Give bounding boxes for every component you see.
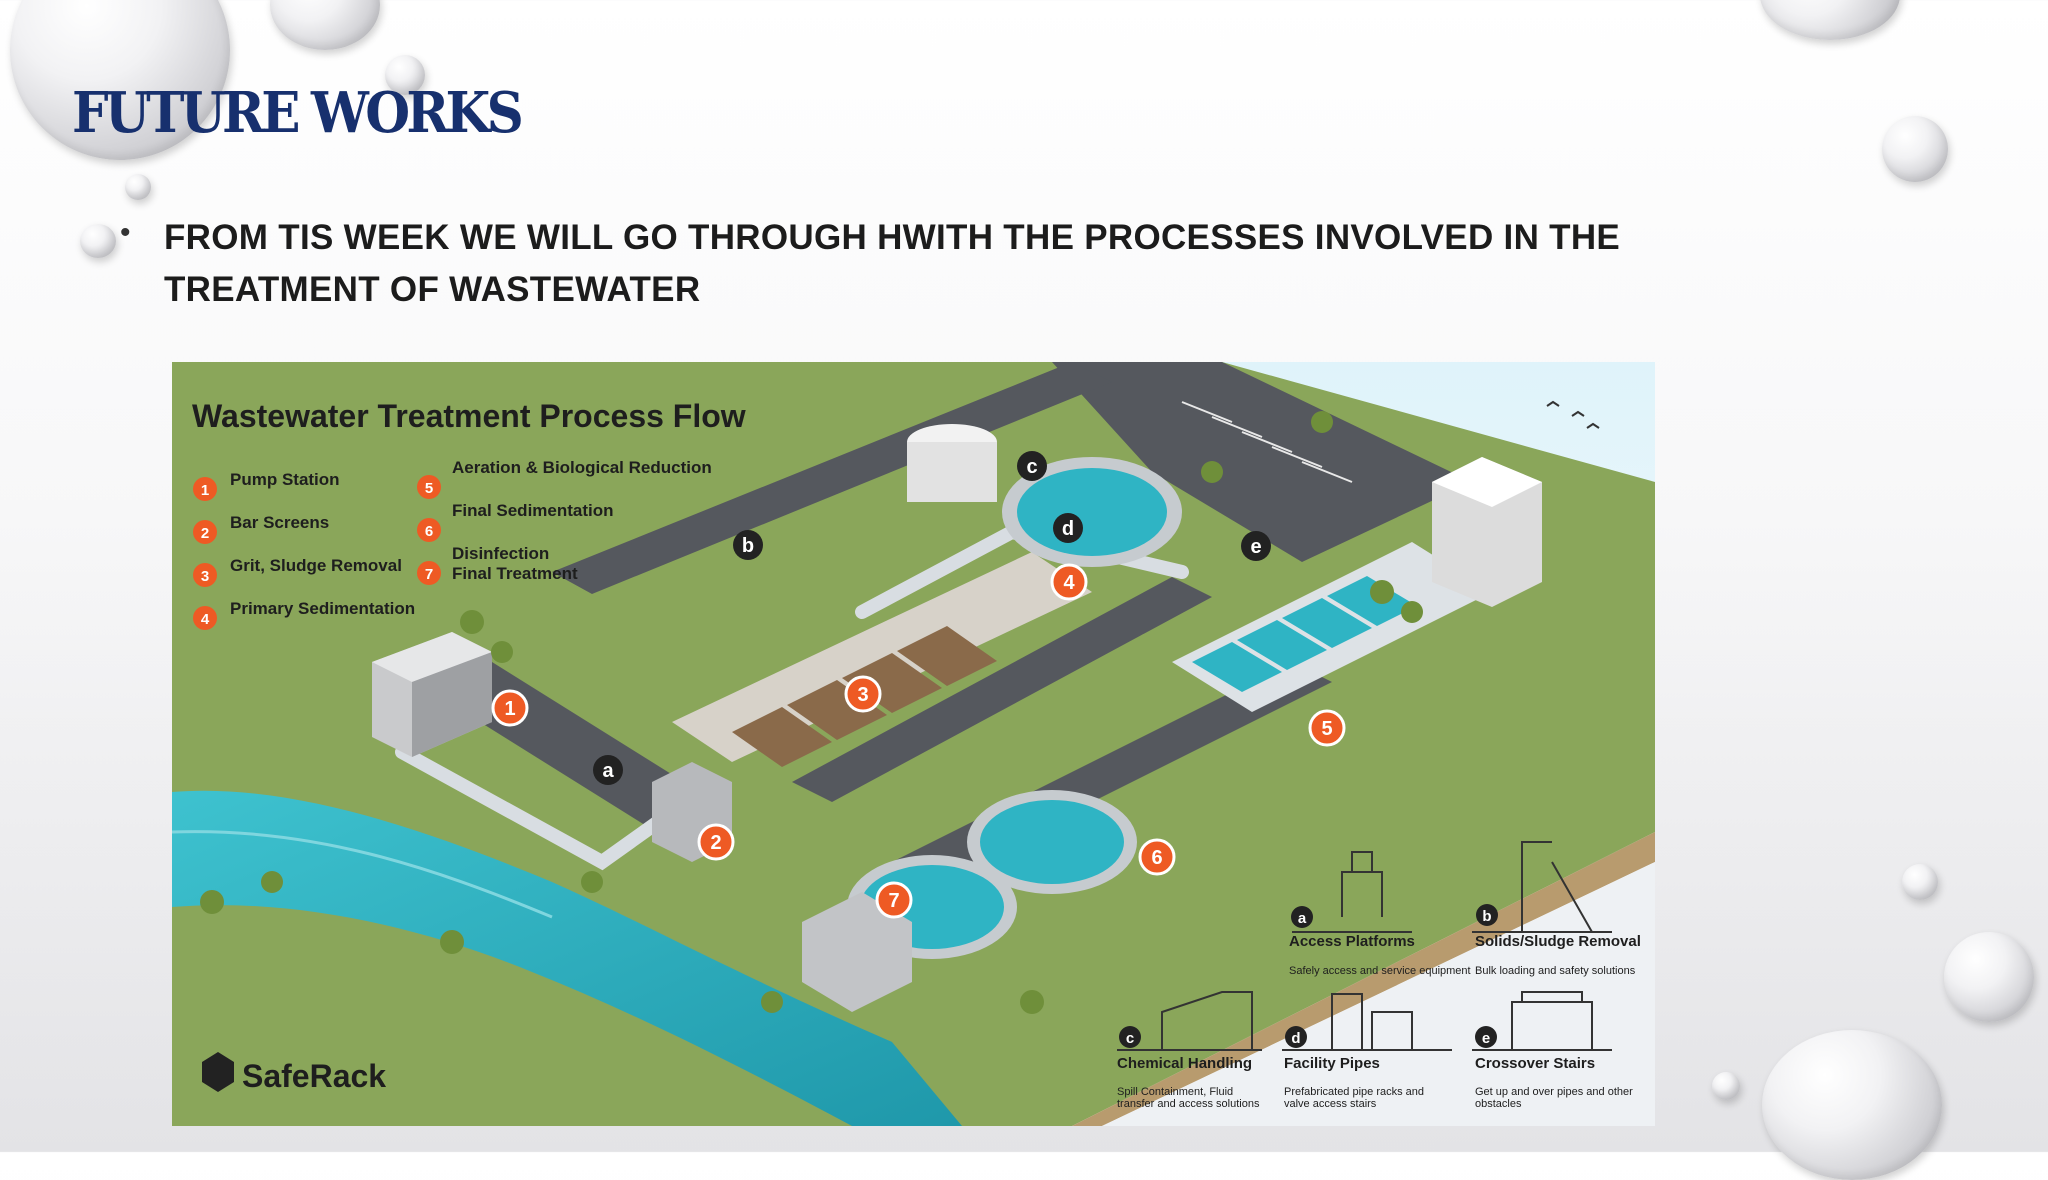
pump-station-building: [372, 632, 492, 757]
svg-text:3: 3: [857, 684, 868, 706]
water-drop-decoration: [1712, 1072, 1740, 1100]
water-drop-decoration: [125, 174, 151, 200]
callout-b: b: [733, 530, 763, 560]
equipment-desc: Get up and over pipes and other: [1475, 1086, 1633, 1098]
callout-e: e: [1241, 531, 1271, 561]
water-drop-decoration: [1902, 864, 1938, 900]
legend-label: Bar Screens: [230, 513, 329, 532]
equipment-desc: transfer and access solutions: [1117, 1098, 1260, 1110]
legend-item: 5 Aeration & Biological Reduction: [417, 458, 712, 499]
callout-c: c: [1017, 451, 1047, 481]
svg-text:4: 4: [1063, 572, 1075, 594]
svg-text:e: e: [1482, 1030, 1490, 1047]
brand-name: SafeRack: [242, 1058, 386, 1094]
water-drop-decoration: [1944, 932, 2034, 1022]
svg-text:b: b: [1482, 908, 1491, 925]
water-drop-decoration: [385, 55, 425, 95]
water-drop-decoration: [270, 0, 380, 50]
svg-text:7: 7: [425, 566, 433, 583]
legend-item: 7 Disinfection Final Treatment: [417, 544, 578, 585]
equipment-item-a: a Access Platforms Safely access and ser…: [1289, 851, 1471, 977]
equipment-item-e: e Crossover Stairs Get up and over pipes…: [1472, 991, 1633, 1110]
svg-text:2: 2: [710, 832, 721, 854]
equipment-desc: obstacles: [1475, 1098, 1522, 1110]
equipment-name: Crossover Stairs: [1475, 1055, 1595, 1072]
water-drop-decoration: [1762, 1030, 1942, 1180]
water-drop-decoration: [1882, 116, 1948, 182]
equipment-name: Solids/Sludge Removal: [1475, 933, 1641, 950]
equipment-desc: Prefabricated pipe racks and: [1284, 1086, 1424, 1098]
equipment-desc: Safely access and service equipment: [1289, 965, 1471, 977]
legend-label: Aeration & Biological Reduction: [452, 458, 712, 477]
svg-text:e: e: [1250, 536, 1261, 558]
legend-item: 1 Pump Station: [193, 470, 340, 501]
svg-text:d: d: [1291, 1030, 1300, 1047]
equipment-name: Facility Pipes: [1284, 1055, 1380, 1072]
legend-item: 3 Grit, Sludge Removal: [193, 556, 402, 587]
svg-text:1: 1: [504, 698, 515, 720]
callout-7: 7: [875, 881, 913, 919]
equipment-item-b: b Solids/Sludge Removal Bulk loading and…: [1472, 841, 1641, 977]
svg-text:a: a: [1298, 910, 1307, 927]
svg-text:7: 7: [888, 890, 899, 912]
svg-text:c: c: [1026, 456, 1037, 478]
callout-1: 1: [491, 689, 529, 727]
legend-label: Primary Sedimentation: [230, 599, 415, 618]
saferack-logo: SafeRack: [202, 1052, 386, 1094]
svg-text:3: 3: [201, 568, 209, 585]
callout-3: 3: [844, 675, 882, 713]
equipment-desc: Bulk loading and safety solutions: [1475, 965, 1636, 977]
svg-text:1: 1: [201, 482, 209, 499]
legend-label: Final Sedimentation: [452, 501, 614, 520]
svg-text:d: d: [1062, 518, 1074, 540]
diagram-title: Wastewater Treatment Process Flow: [192, 398, 746, 434]
svg-text:b: b: [742, 535, 754, 557]
callout-a: a: [593, 755, 623, 785]
legend-item: 4 Primary Sedimentation: [193, 599, 415, 630]
callout-5: 5: [1308, 709, 1346, 747]
svg-text:5: 5: [425, 480, 433, 497]
equipment-legend: a Access Platforms Safely access and ser…: [1117, 841, 1641, 1110]
equipment-item-d: d Facility Pipes Prefabricated pipe rack…: [1282, 993, 1452, 1110]
water-drop-decoration: [80, 224, 116, 258]
svg-text:6: 6: [1151, 847, 1162, 869]
legend-label: Disinfection: [452, 544, 549, 563]
svg-text:a: a: [602, 760, 614, 782]
equipment-name: Access Platforms: [1289, 933, 1415, 950]
callout-d: d: [1053, 513, 1083, 543]
bullet-item: • FROM TIS WEEK WE WILL GO THROUGH HWITH…: [120, 212, 1640, 316]
callout-6: 6: [1138, 838, 1176, 876]
equipment-desc: valve access stairs: [1284, 1098, 1377, 1110]
legend-label: Pump Station: [230, 470, 340, 489]
legend-label: Grit, Sludge Removal: [230, 556, 402, 575]
bullet-text: FROM TIS WEEK WE WILL GO THROUGH HWITH T…: [164, 218, 1621, 309]
callout-4: 4: [1050, 563, 1088, 601]
callout-2: 2: [697, 823, 735, 861]
water-drop-decoration: [1760, 0, 1900, 40]
svg-text:2: 2: [201, 525, 209, 542]
equipment-desc: Spill Containment, Fluid: [1117, 1086, 1233, 1098]
svg-text:6: 6: [425, 523, 433, 540]
legend: 1 Pump Station 2 Bar Screens 3 Grit, Slu…: [193, 458, 712, 630]
svg-text:5: 5: [1321, 718, 1332, 740]
legend-item: 6 Final Sedimentation: [417, 501, 614, 542]
slide-title: FUTURE WORKS: [72, 80, 524, 146]
legend-label: Final Treatment: [452, 564, 578, 583]
bullet-icon: •: [120, 216, 131, 249]
wastewater-diagram: Wastewater Treatment Process Flow 1 Pump…: [172, 362, 1655, 1126]
svg-text:4: 4: [201, 611, 210, 628]
legend-item: 2 Bar Screens: [193, 513, 329, 544]
equipment-name: Chemical Handling: [1117, 1055, 1252, 1072]
equipment-item-c: c Chemical Handling Spill Containment, F…: [1117, 991, 1262, 1110]
svg-text:c: c: [1126, 1030, 1134, 1047]
